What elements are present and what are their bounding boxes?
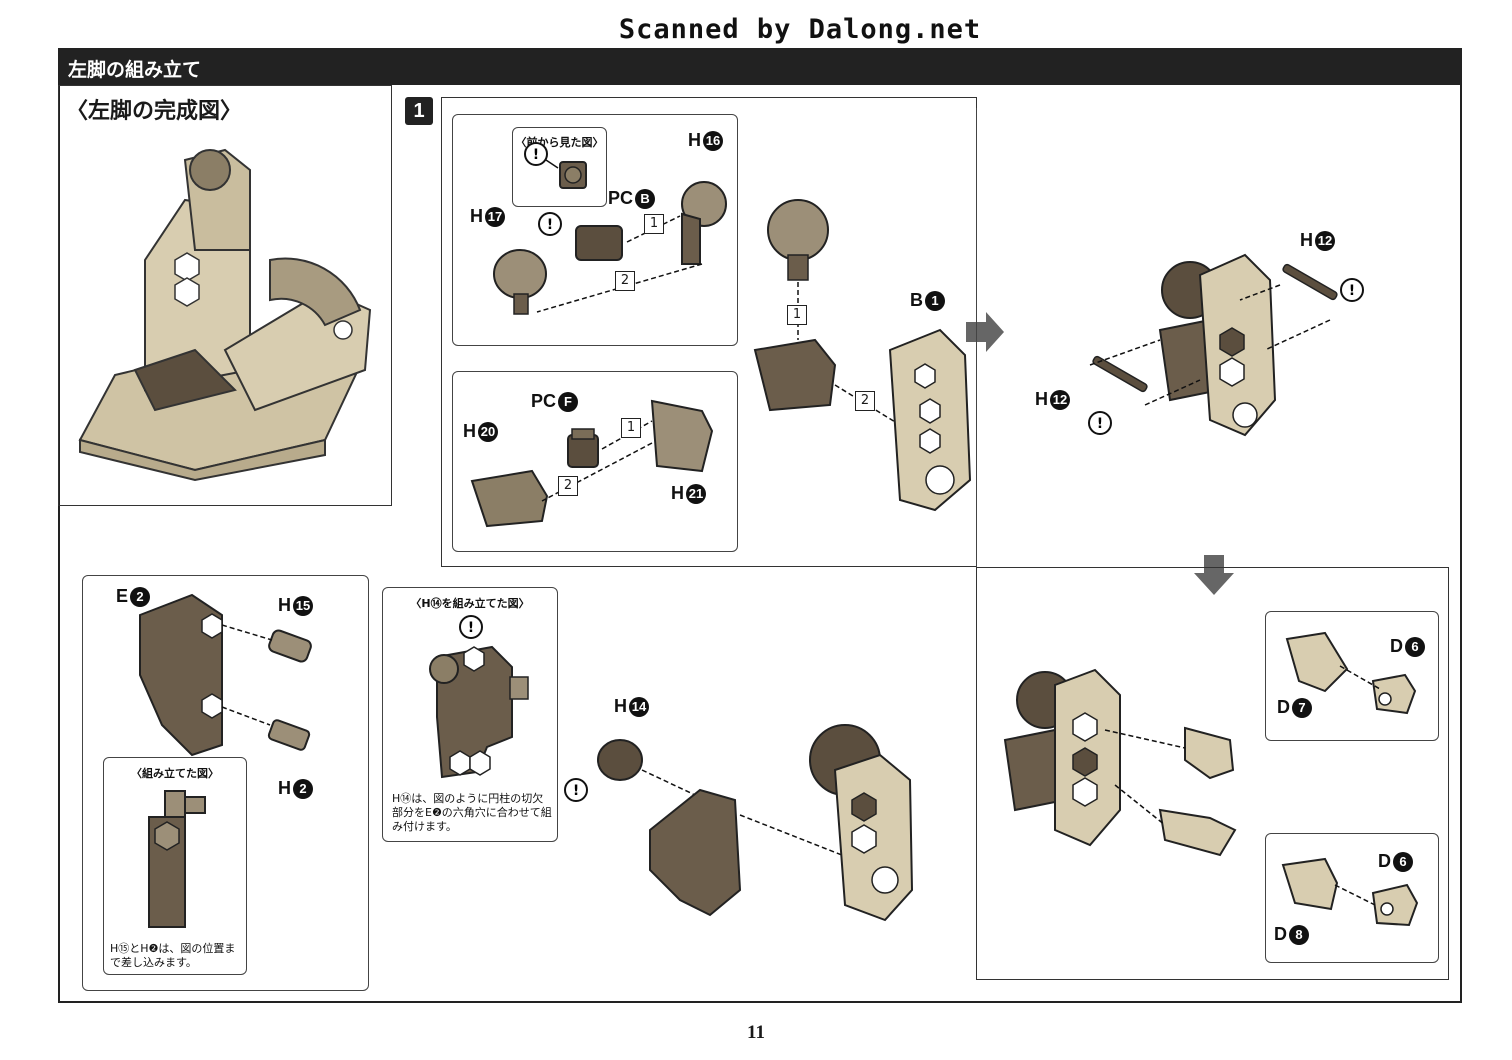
- order-marker: 2: [855, 391, 875, 411]
- h14-assembled-title: 〈H⑭を組み立てた図〉: [410, 597, 530, 610]
- completed-view-panel: [58, 85, 392, 506]
- part-number-badge: 1: [925, 291, 945, 312]
- part-number-badge: 17: [485, 207, 505, 228]
- section-header-bar: [58, 48, 1462, 85]
- part-number-badge: 21: [686, 484, 706, 505]
- head-parts-illustration: ! !: [493, 142, 727, 315]
- order-marker: 2: [558, 476, 578, 496]
- assembled-inset-title: 〈組み立てた図〉: [131, 767, 219, 780]
- d7-d6-parts-illustration: [1285, 631, 1417, 715]
- e2-parts-illustration: [139, 593, 312, 757]
- d7-subassembly-box: [1265, 611, 1439, 741]
- part-number-badge: 6: [1405, 637, 1425, 658]
- joint-parts-illustration: [470, 399, 714, 528]
- leg-with-plates-illustration: [1003, 668, 1237, 857]
- part-number-badge: 12: [1315, 231, 1335, 252]
- svg-text:!: !: [468, 620, 474, 636]
- part-number-badge: 2: [130, 587, 151, 608]
- svg-text:!: !: [1349, 283, 1355, 299]
- d8-d6-parts-illustration: [1281, 857, 1419, 927]
- assembled-e2-illustration: [148, 790, 206, 928]
- foot-assembly-illustration: !: [564, 724, 914, 922]
- order-marker: 1: [787, 305, 807, 325]
- part-number-badge: 12: [1050, 390, 1070, 411]
- part-number-badge: 6: [1393, 852, 1413, 873]
- order-marker: 1: [644, 214, 664, 234]
- svg-text:!: !: [533, 147, 539, 163]
- right-arrow-icon: [966, 312, 1004, 352]
- h14-assembled-illustration: !: [429, 615, 529, 779]
- svg-text:!: !: [573, 783, 579, 799]
- part-number-badge: B: [635, 189, 656, 210]
- svg-text:!: !: [547, 217, 553, 233]
- center-assembly-illustration: [753, 199, 972, 512]
- down-arrow-icon: [1194, 555, 1234, 595]
- completed-view-title: 〈左脚の完成図〉: [66, 99, 243, 124]
- part-number-badge: 7: [1292, 698, 1312, 719]
- part-number-badge: 20: [478, 422, 498, 443]
- step-number: 1: [405, 97, 433, 125]
- part-number-badge: F: [558, 392, 579, 413]
- page-number: 11: [747, 1022, 765, 1043]
- section-title: 左脚の組み立て: [68, 59, 202, 81]
- order-marker: 1: [621, 418, 641, 438]
- part-number-badge: 14: [629, 697, 649, 718]
- svg-text:!: !: [1097, 416, 1103, 432]
- part-number-badge: 2: [293, 779, 313, 800]
- h14-instruction-note: H⑭は、図のように円柱の切欠部分をE❷の六角穴に合わせて組み付けます。: [392, 792, 552, 833]
- part-number-badge: 16: [703, 131, 723, 152]
- leg-with-rods-illustration: ! !: [1088, 253, 1364, 437]
- completed-leg-illustration: [78, 148, 372, 482]
- h15-instruction-note: H⑮とH❷は、図の位置まで差し込みます。: [110, 942, 236, 969]
- scan-watermark: Scanned by Dalong.net: [618, 14, 982, 45]
- order-marker: 2: [615, 271, 635, 291]
- part-number-badge: 8: [1289, 925, 1309, 946]
- right-top-divider: [976, 108, 977, 978]
- part-number-badge: 15: [293, 596, 313, 617]
- right-bottom-panel: [976, 567, 1449, 980]
